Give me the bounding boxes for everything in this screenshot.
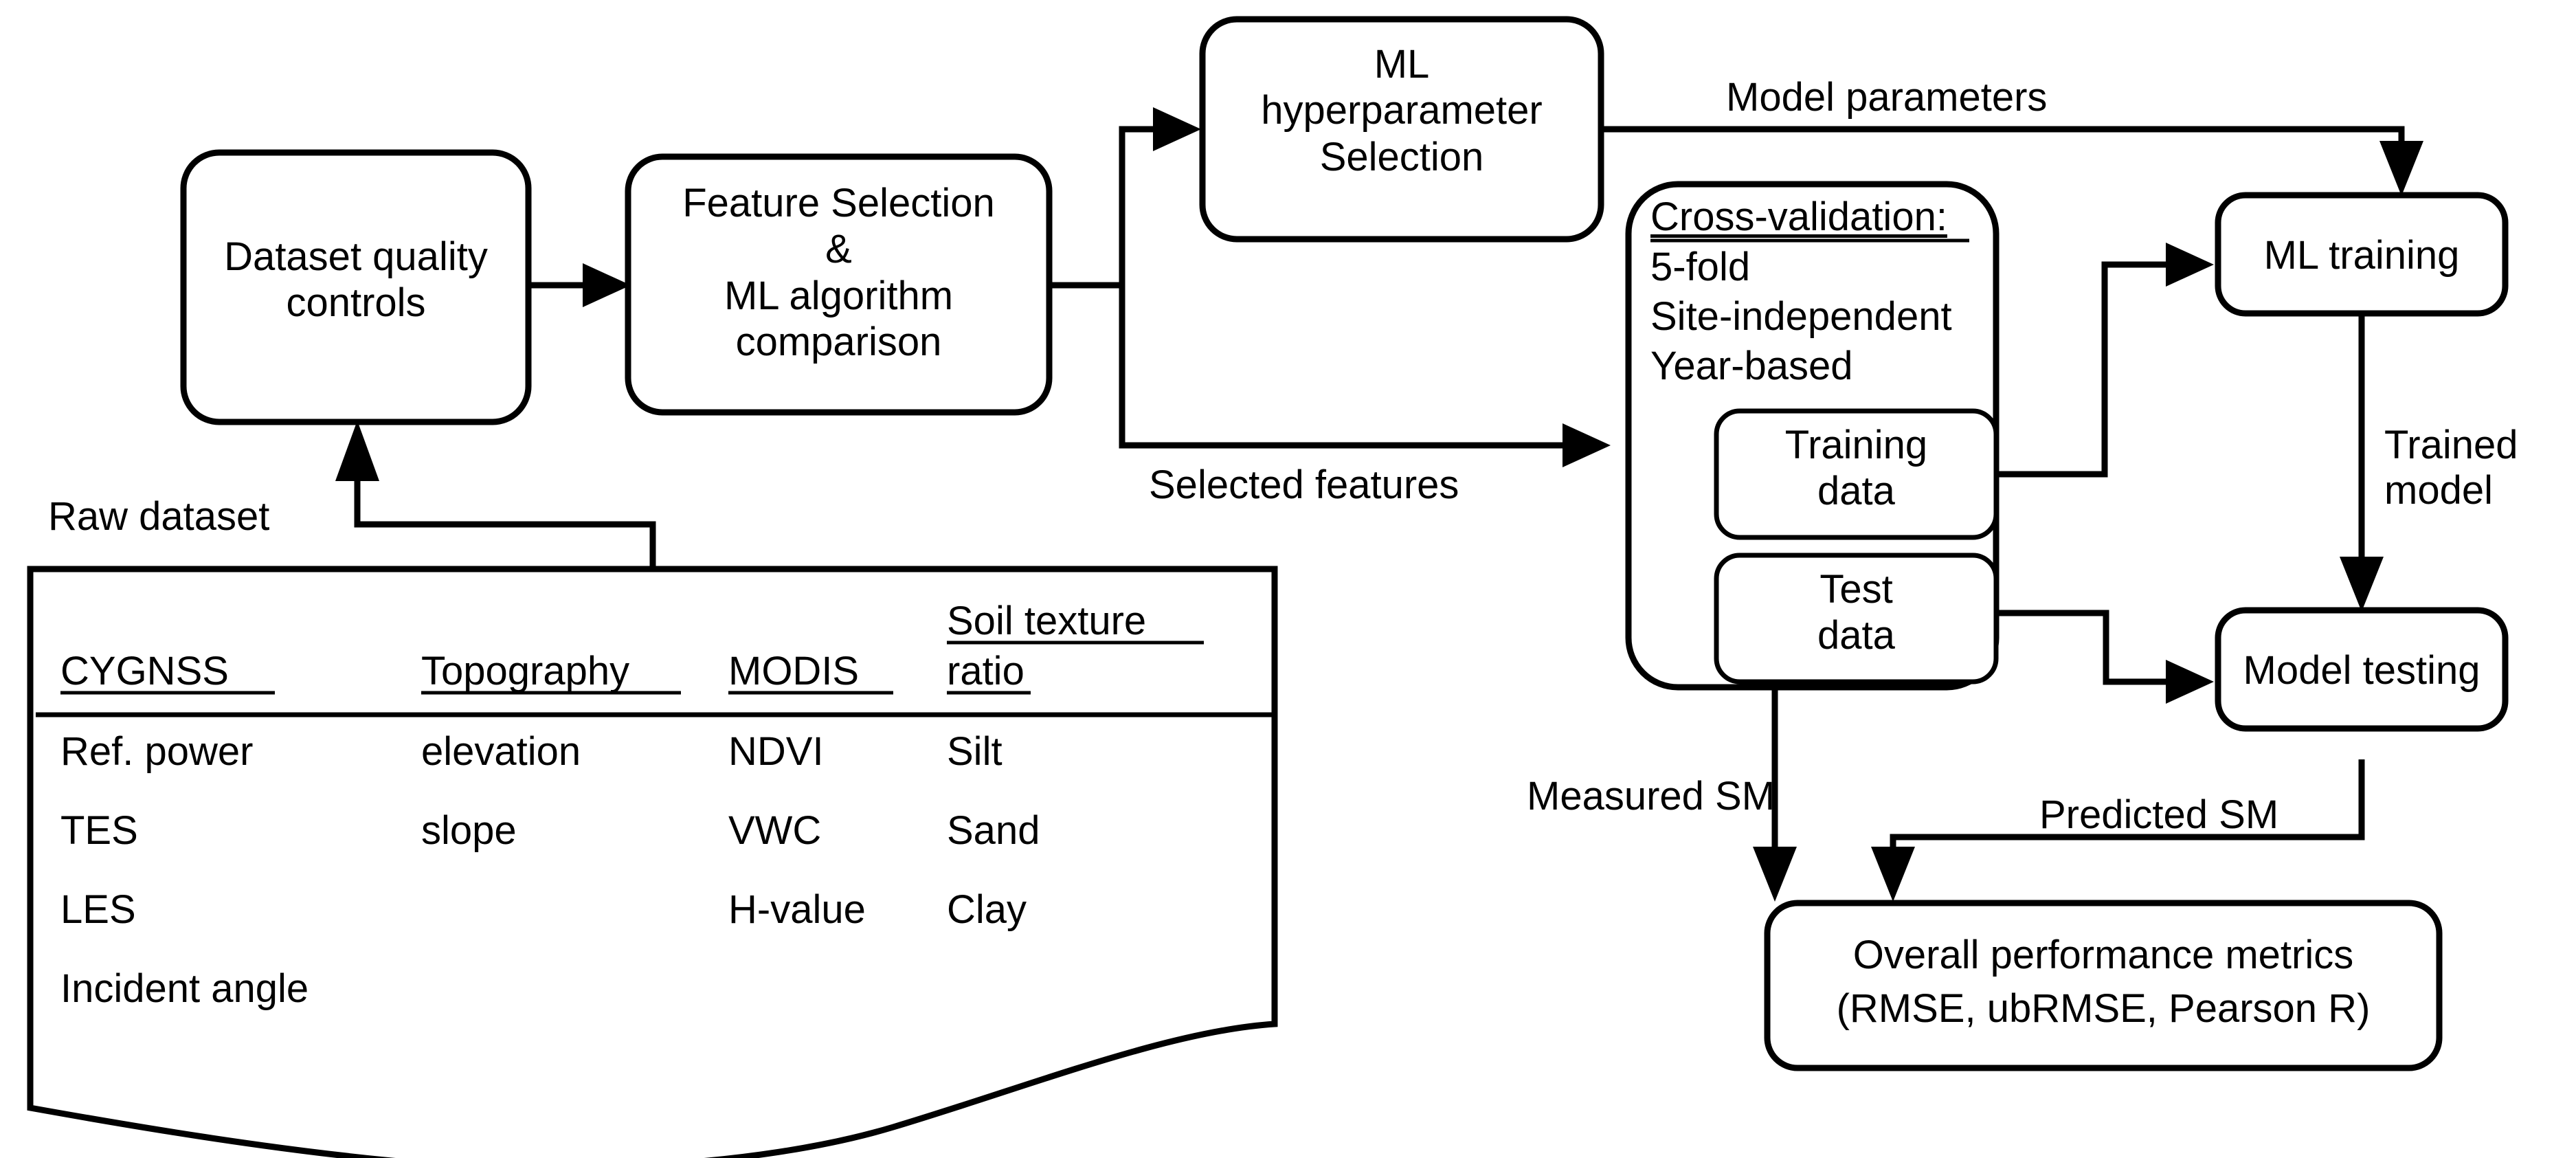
arrowhead-to-hyperparameter	[1153, 107, 1201, 151]
table-row: elevation	[421, 729, 581, 774]
connector-training-to-mltraining	[1996, 261, 2182, 478]
node-feature-selection[interactable]	[625, 153, 1053, 416]
table-row: TES	[60, 808, 138, 853]
table-row: LES	[60, 887, 136, 932]
label-measured-sm: Measured SM	[1527, 774, 1776, 819]
table-header-modis: MODIS	[728, 649, 860, 693]
label-selected-features: Selected features	[1149, 463, 1459, 507]
connector-branch-to-crossvalidation	[1119, 285, 1580, 449]
label-ml-training: ML training	[2263, 233, 2460, 278]
label-dataset-quality-controls: Dataset quality controls	[224, 234, 488, 326]
table-row: VWC	[728, 808, 822, 853]
connector-raw-dataset	[354, 467, 656, 567]
node-model-testing[interactable]	[2215, 607, 2509, 732]
connector-model-parameters	[1601, 126, 2405, 157]
node-test-data[interactable]	[1714, 553, 1999, 684]
connector-test-to-modeltesting	[1996, 610, 2182, 685]
label-model-testing: Model testing	[2243, 648, 2480, 693]
table-header-soil-texture-line1: Soil texture	[947, 599, 1147, 643]
label-predicted-sm: Predicted SM	[2039, 792, 2279, 837]
label-hyperparameter-selection: ML hyperparameter Selection	[1261, 42, 1543, 179]
table-row: Silt	[947, 729, 1003, 774]
table-row: Incident angle	[60, 966, 309, 1011]
label-cross-validation-heading: Cross-validation:	[1650, 194, 1947, 239]
node-hyperparameter-selection[interactable]	[1199, 16, 1604, 243]
arrowhead-selected-features	[1563, 423, 1611, 467]
table-header-cygnss: CYGNSS	[60, 649, 229, 693]
node-dataset-quality-controls[interactable]	[180, 149, 532, 425]
connector-branch-to-hyperparameter	[1119, 126, 1176, 285]
label-cv-item-2: Year-based	[1650, 344, 1853, 388]
node-ml-training[interactable]	[2215, 192, 2509, 317]
arrowhead-model-parameters	[2379, 141, 2423, 196]
arrowhead-predicted-sm	[1871, 847, 1915, 902]
table-row: Sand	[947, 808, 1040, 853]
label-model-parameters: Model parameters	[1726, 75, 2048, 120]
label-performance-metrics-line1: Overall performance metrics	[1852, 933, 2354, 977]
arrowhead-trained-model	[2340, 557, 2384, 612]
table-row: H-value	[728, 887, 866, 932]
table-row: Ref. power	[60, 729, 254, 774]
table-header-topography: Topography	[421, 649, 630, 693]
label-cv-item-0: 5-fold	[1650, 245, 1751, 289]
node-performance-metrics[interactable]	[1764, 900, 2443, 1071]
table-row: slope	[421, 808, 517, 853]
arrowhead-test-to-modeltesting	[2166, 660, 2214, 704]
table-header-soil-texture-line2: ratio	[947, 649, 1024, 693]
arrowhead-measured-sm	[1753, 847, 1797, 902]
label-training-data: Training data	[1784, 423, 1928, 514]
arrowhead-quality-to-feature	[583, 263, 631, 307]
label-trained-model: Trained model	[2384, 423, 2518, 513]
arrowhead-raw-dataset	[335, 421, 379, 481]
label-performance-metrics-line2: (RMSE, ubRMSE, Pearson R)	[1836, 986, 2371, 1031]
table-row: NDVI	[728, 729, 824, 774]
label-feature-selection: Feature Selection & ML algorithm compari…	[682, 181, 995, 364]
table-row: Clay	[947, 887, 1027, 932]
node-training-data[interactable]	[1714, 408, 1999, 540]
arrowhead-training-to-mltraining	[2166, 243, 2214, 287]
label-cv-item-1: Site-independent	[1650, 294, 1952, 339]
label-test-data: Test data	[1817, 567, 1895, 658]
label-raw-dataset: Raw dataset	[48, 494, 270, 539]
